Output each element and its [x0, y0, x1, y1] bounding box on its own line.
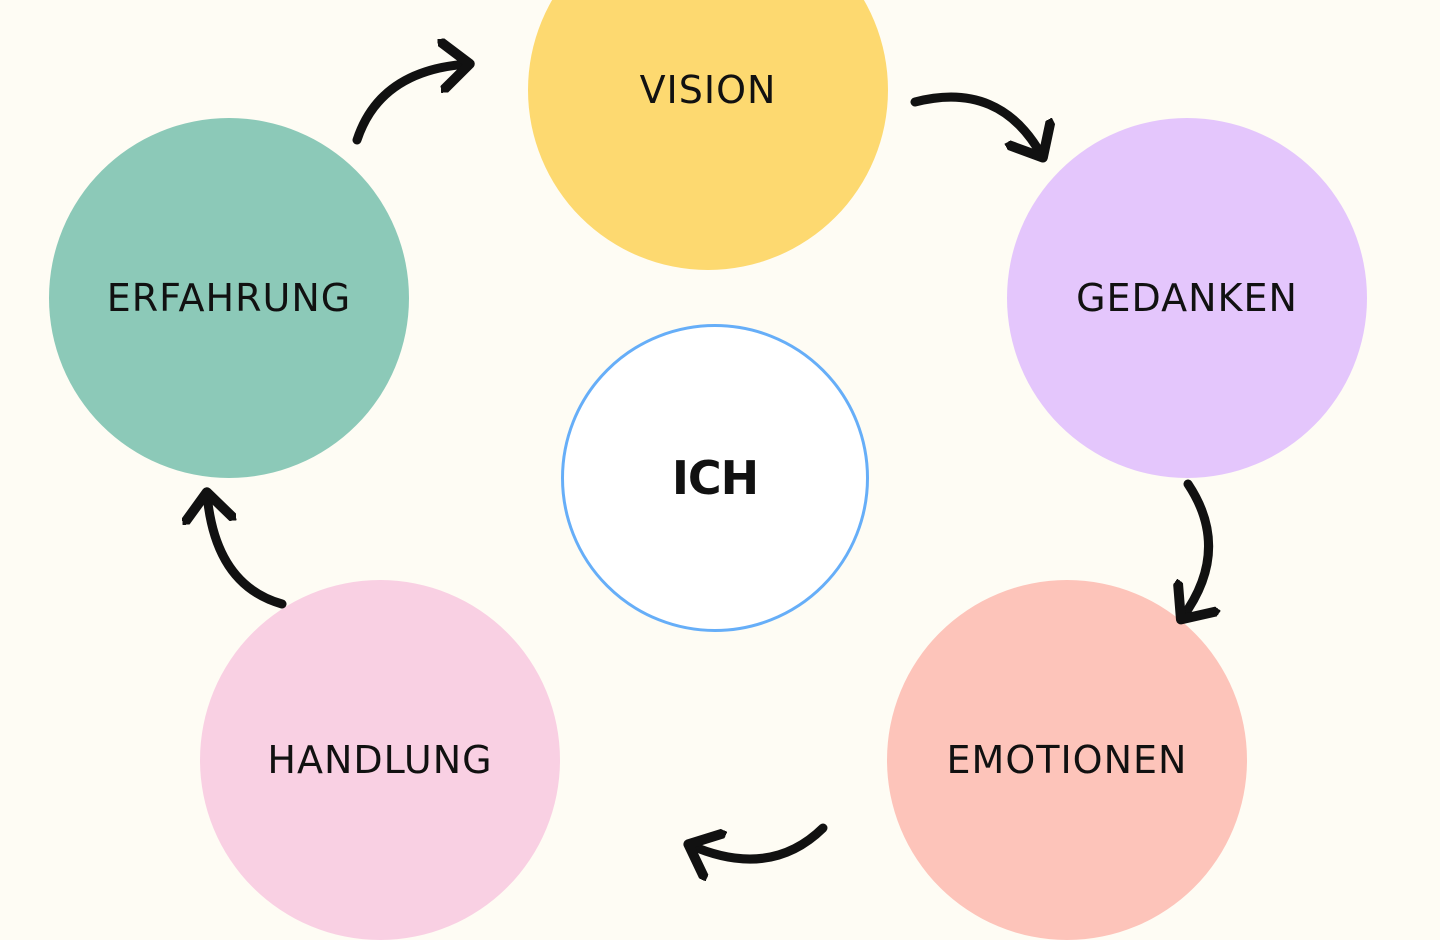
center-node-ich: ICH: [561, 324, 869, 632]
arrow-erfahrung-to-vision: [352, 64, 468, 145]
node-vision: VISION: [528, 0, 888, 270]
node-emotionen: EMOTIONEN: [887, 580, 1247, 940]
node-label: HANDLUNG: [267, 738, 493, 782]
node-label: VISION: [639, 68, 777, 112]
cycle-arrows: [0, 0, 1440, 900]
center-label: ICH: [671, 451, 759, 505]
node-erfahrung: ERFAHRUNG: [49, 118, 409, 478]
node-handlung: HANDLUNG: [200, 580, 560, 940]
node-label: GEDANKEN: [1076, 276, 1298, 320]
arrow-gedanken-to-emotionen: [1182, 479, 1209, 618]
arrow-emotionen-to-handlung: [690, 823, 828, 859]
node-label: ERFAHRUNG: [106, 276, 352, 320]
node-gedanken: GEDANKEN: [1007, 118, 1367, 478]
arrow-vision-to-gedanken: [910, 92, 1042, 156]
node-label: EMOTIONEN: [946, 738, 1188, 782]
arrow-handlung-to-erfahrung: [207, 494, 287, 609]
